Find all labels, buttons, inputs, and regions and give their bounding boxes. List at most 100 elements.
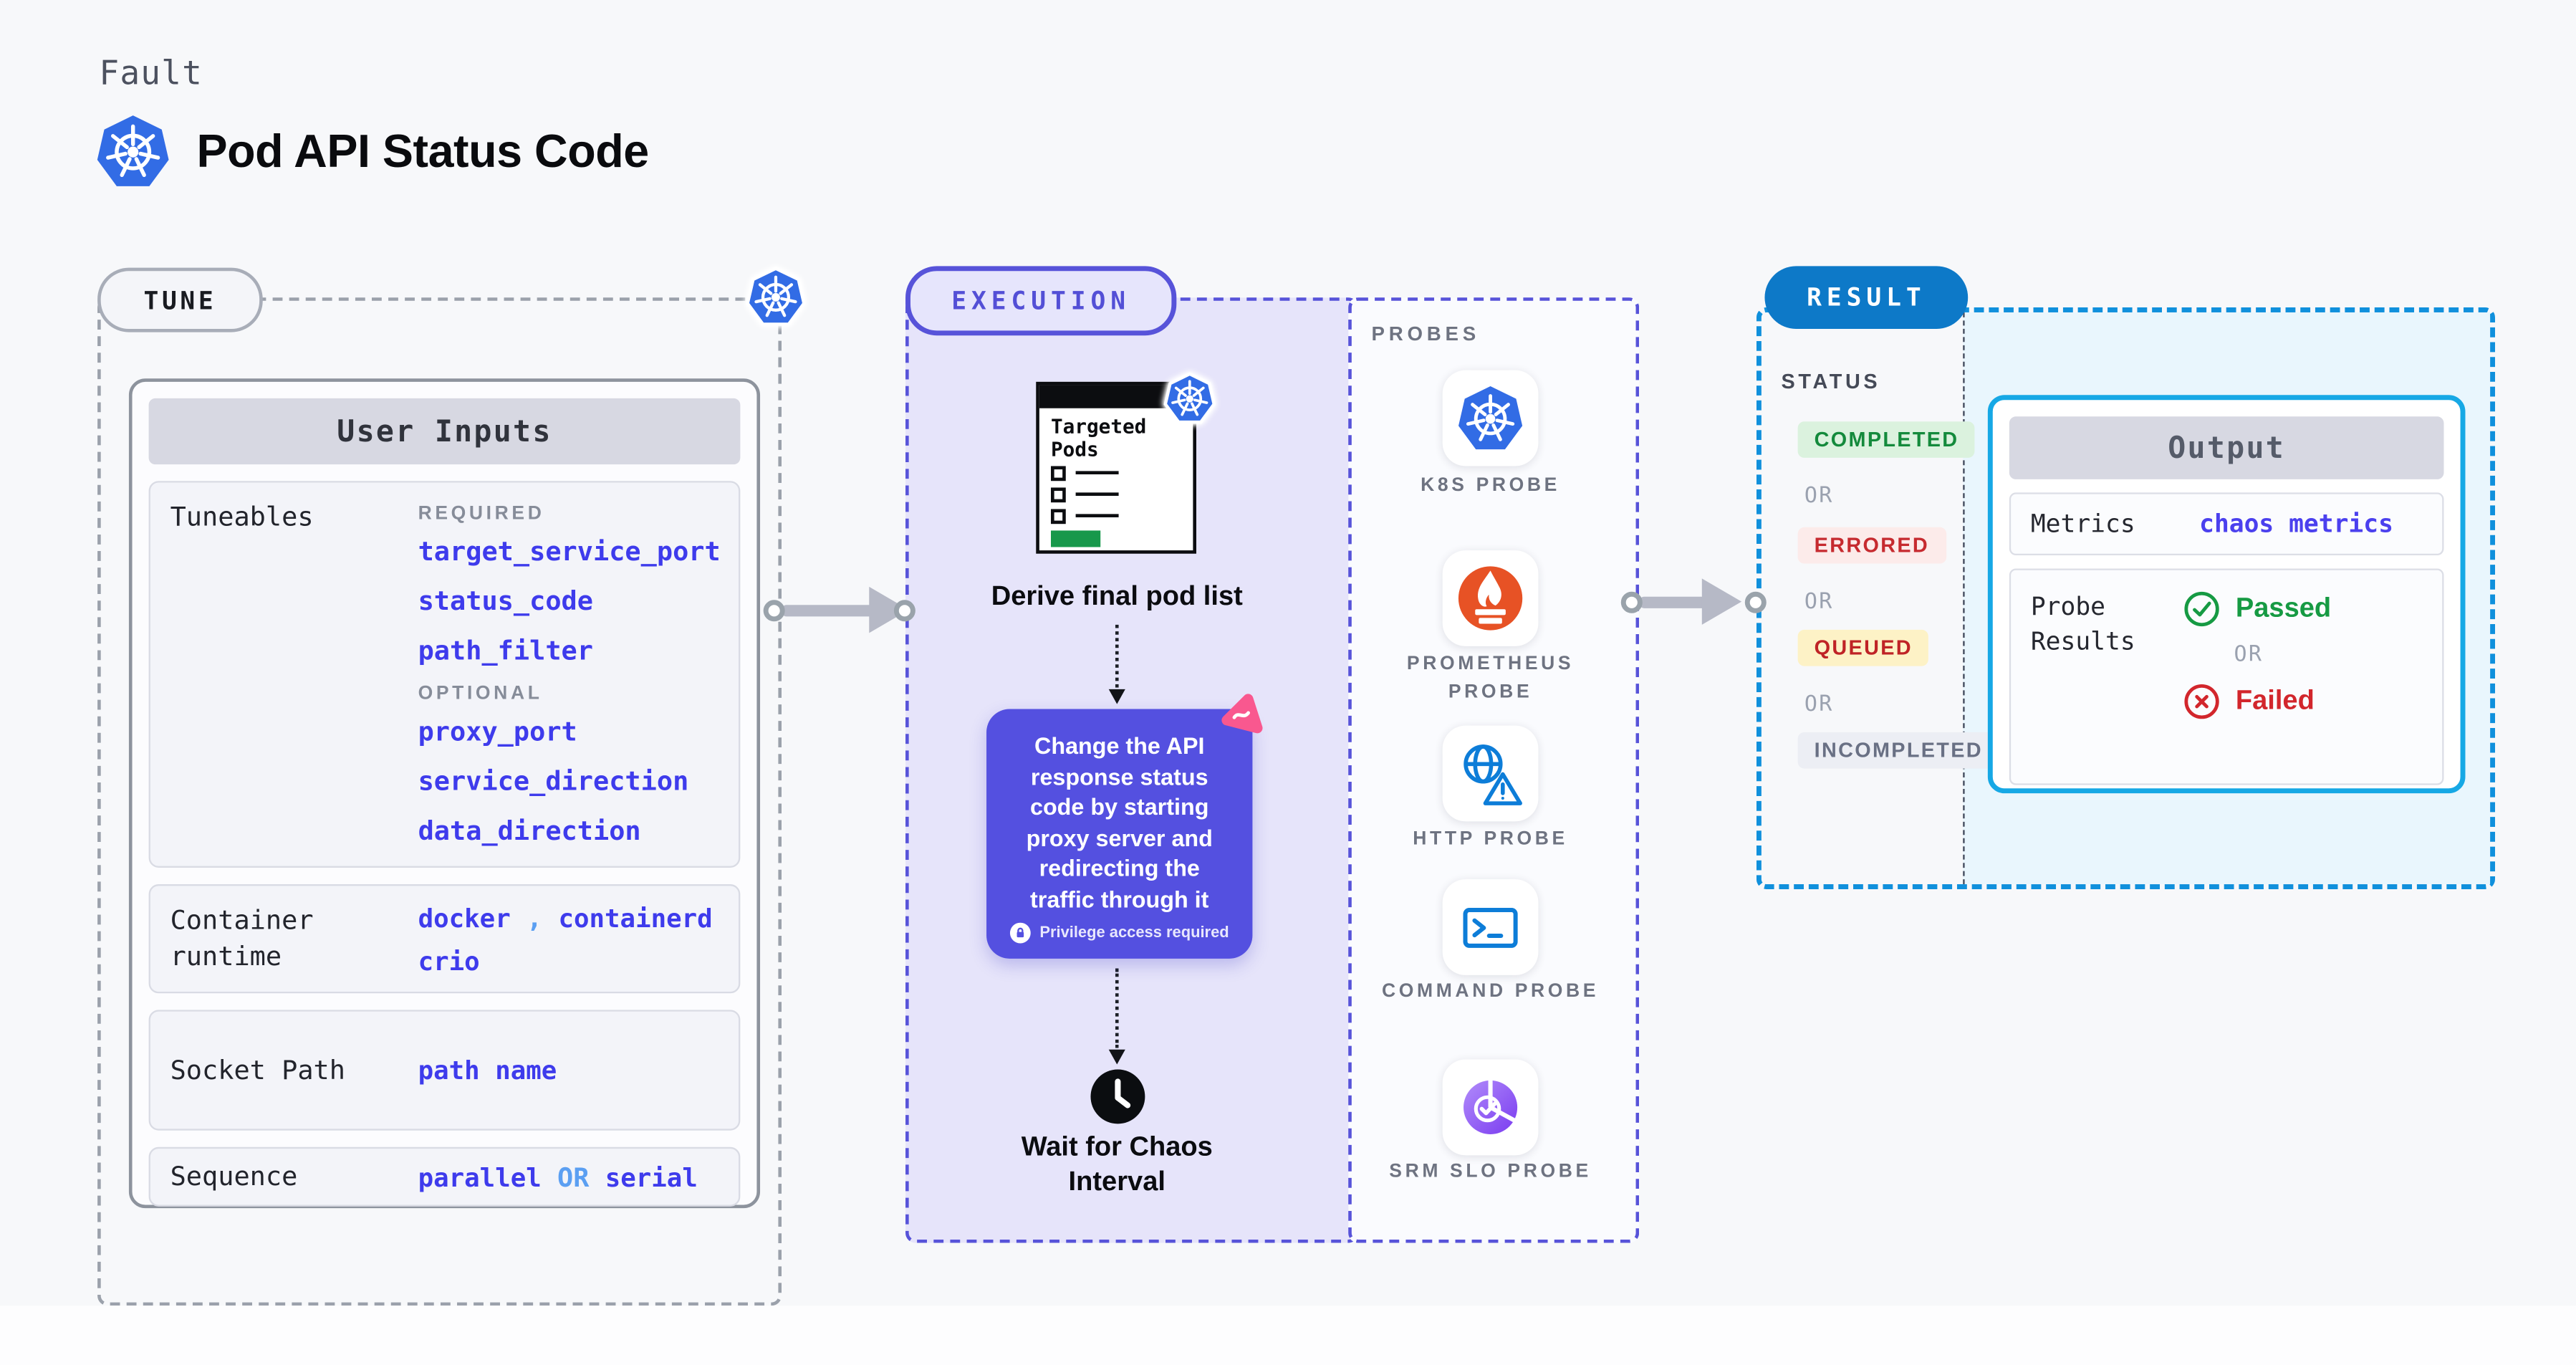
- passed-check-icon: [2183, 590, 2221, 628]
- socket-path-value: path name: [418, 1055, 557, 1086]
- runtime-value: crio: [418, 947, 480, 977]
- container-runtime-label: Container runtime: [170, 904, 314, 972]
- passed-label: Passed: [2235, 593, 2332, 623]
- runtime-value: containerd: [558, 904, 713, 934]
- fault-category-label: Fault: [99, 52, 203, 93]
- sequence-value: parallel: [418, 1162, 542, 1193]
- probe-card-k8s: [1442, 370, 1539, 466]
- probe-label: K8S PROBE: [1421, 476, 1560, 496]
- step-wait-label: Wait for Chaos Interval: [1021, 1132, 1213, 1198]
- tuneable-param: target_service_port: [418, 535, 721, 567]
- list-line: [1075, 471, 1119, 475]
- chaos-action-card: Change the API response status code by s…: [986, 709, 1253, 959]
- tuneable-param: data_direction: [418, 815, 641, 846]
- execution-badge: EXECUTION: [905, 266, 1177, 336]
- tuneables-label: Tuneables: [170, 500, 314, 532]
- metrics-label: Metrics: [2030, 509, 2135, 539]
- status-badge-queued: QUEUED: [1797, 629, 1929, 666]
- user-inputs-title: User Inputs: [148, 398, 741, 465]
- probe-card-srm-slo: [1442, 1059, 1539, 1156]
- tune-badge: TUNE: [97, 267, 263, 332]
- kubernetes-icon: [1163, 372, 1216, 425]
- connector-dot: [1744, 591, 1767, 613]
- probe-label: SRM SLO PROBE: [1389, 1162, 1592, 1182]
- lock-icon: [1010, 922, 1032, 944]
- sequence-row: Sequence parallel OR serial: [148, 1146, 741, 1207]
- probes-title: PROBES: [1371, 322, 1481, 346]
- tuneable-param: path_filter: [418, 634, 594, 666]
- user-inputs-panel: User Inputs Tuneables REQUIRED target_se…: [128, 378, 761, 1209]
- flow-arrow: [1639, 596, 1709, 608]
- metrics-row: Metrics chaos metrics: [2009, 492, 2444, 556]
- probe-label: PROMETHEUS PROBE: [1406, 654, 1575, 702]
- probe-card-prometheus: [1442, 550, 1539, 646]
- kubernetes-icon: [745, 266, 806, 327]
- metrics-value: chaos metrics: [2199, 509, 2393, 539]
- dotted-arrow: [1115, 968, 1119, 1048]
- result-badge: RESULT: [1764, 266, 1969, 330]
- or-separator: OR: [1804, 590, 1834, 616]
- status-badge-incompleted: INCOMPLETED: [1797, 732, 1999, 769]
- sequence-value: serial: [605, 1162, 698, 1193]
- failed-label: Failed: [2235, 686, 2315, 716]
- kubernetes-icon: [94, 112, 171, 190]
- or-separator: OR: [2234, 643, 2264, 668]
- pod-list-item: [1051, 508, 1181, 524]
- http-globe-warning-icon: [1454, 737, 1527, 810]
- list-line: [1075, 492, 1119, 497]
- privilege-note-row: Privilege access required: [1006, 922, 1233, 944]
- runtime-separator: ,: [526, 902, 543, 934]
- slo-pie-check-icon: [1454, 1071, 1527, 1144]
- sequence-connector: OR: [557, 1161, 590, 1193]
- tuneable-param: service_direction: [418, 765, 689, 797]
- connector-dot: [893, 600, 915, 622]
- status-badge-errored: ERRORED: [1797, 527, 1946, 564]
- step-derive-label: Derive final pod list: [991, 581, 1243, 612]
- chaos-action-text: Change the API response status code by s…: [1026, 732, 1213, 913]
- failed-x-icon: [2183, 683, 2221, 721]
- runtime-value: docker: [418, 904, 511, 934]
- checkbox-icon: [1051, 465, 1066, 481]
- output-panel: Output Metrics chaos metrics Probe Resul…: [1987, 395, 2466, 794]
- connector-dot: [1620, 591, 1643, 613]
- progress-bar: [1051, 530, 1101, 547]
- clock-icon: [1089, 1068, 1147, 1126]
- pod-list-item: [1051, 465, 1181, 481]
- privilege-note: Privilege access required: [1039, 924, 1229, 942]
- output-title: Output: [2009, 416, 2444, 479]
- probe-card-http: [1442, 725, 1539, 822]
- checkbox-icon: [1051, 487, 1066, 502]
- checkbox-icon: [1051, 508, 1066, 524]
- flow-arrow-head: [1701, 578, 1742, 625]
- litmus-chaos-icon: [1216, 691, 1265, 740]
- kubernetes-icon: [1456, 383, 1525, 453]
- dotted-arrow-head: [1108, 689, 1125, 704]
- targeted-pods-title: Targeted Pods: [1051, 414, 1147, 461]
- dotted-arrow: [1115, 624, 1119, 688]
- terminal-icon: [1457, 894, 1523, 960]
- status-title: STATUS: [1781, 370, 1881, 393]
- or-separator: OR: [1804, 692, 1834, 718]
- tuneable-param: proxy_port: [418, 715, 577, 747]
- page-title: Pod API Status Code: [196, 125, 649, 177]
- container-runtime-row: Container runtime docker , containerd cr…: [148, 884, 741, 994]
- dotted-arrow-head: [1108, 1049, 1125, 1065]
- probe-card-command: [1442, 879, 1539, 975]
- pod-list-item: [1051, 487, 1181, 502]
- probe-results-label: Probe Results: [2030, 591, 2135, 656]
- tuneable-param: status_code: [418, 585, 594, 617]
- or-separator: OR: [1804, 484, 1834, 509]
- list-line: [1075, 513, 1119, 518]
- flow-arrow: [782, 605, 878, 617]
- tune-section-box: [97, 297, 782, 1306]
- prometheus-icon: [1454, 562, 1527, 634]
- status-badge-completed: COMPLETED: [1797, 421, 1976, 458]
- connector-dot: [763, 600, 785, 622]
- optional-label: OPTIONAL: [418, 684, 543, 704]
- targeted-pods-card: Targeted Pods: [1036, 381, 1196, 554]
- socket-path-row: Socket Path path name: [148, 1010, 741, 1131]
- probe-label: COMMAND PROBE: [1381, 982, 1600, 1002]
- tuneables-row: Tuneables REQUIRED target_service_port s…: [148, 481, 741, 868]
- probe-label: HTTP PROBE: [1413, 829, 1568, 850]
